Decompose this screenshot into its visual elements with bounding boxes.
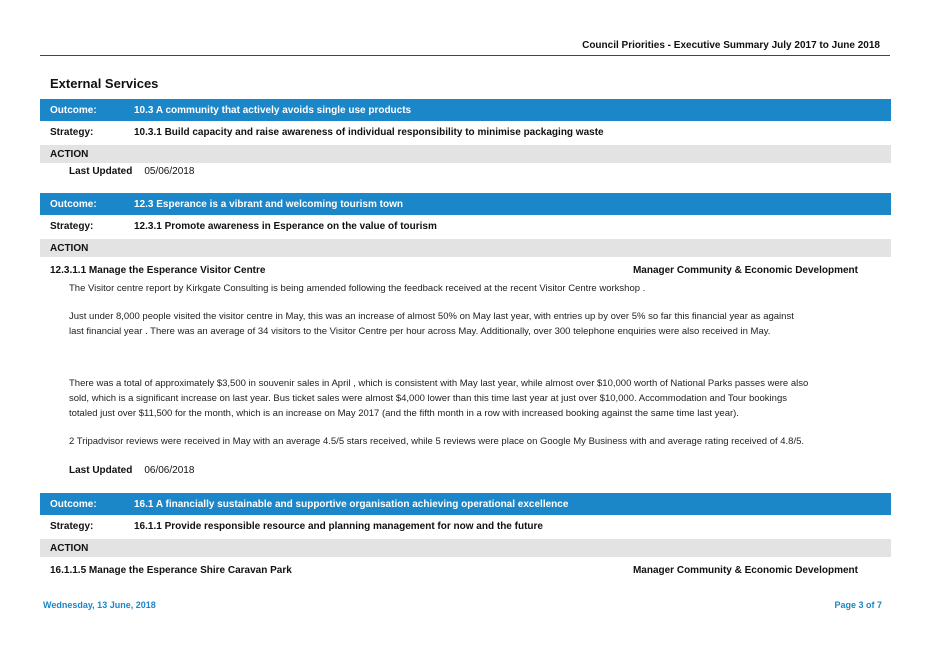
strategy-label: Strategy: <box>50 520 94 532</box>
task-title: 16.1.1.5 Manage the Esperance Shire Cara… <box>50 565 292 576</box>
task-row: 12.3.1.1 Manage the Esperance Visitor Ce… <box>50 265 858 276</box>
action-bar: ACTION <box>40 539 891 557</box>
outcome-bar: Outcome: 12.3 Esperance is a vibrant and… <box>40 193 891 215</box>
outcome-label: Outcome: <box>50 104 97 116</box>
last-updated: Last Updated 05/06/2018 <box>69 166 194 177</box>
task-row: 16.1.1.5 Manage the Esperance Shire Cara… <box>50 565 858 576</box>
outcome-bar: Outcome: 10.3 A community that actively … <box>40 99 891 121</box>
footer-date: Wednesday, 13 June, 2018 <box>43 600 156 610</box>
progress-paragraph: 2 Tripadvisor reviews were received in M… <box>69 436 805 447</box>
last-updated-value: 05/06/2018 <box>144 166 195 177</box>
action-bar: ACTION <box>40 239 891 257</box>
header-rule <box>40 55 890 56</box>
strategy-bar: Strategy: 12.3.1 Promote awareness in Es… <box>40 216 891 236</box>
strategy-label: Strategy: <box>50 126 94 138</box>
outcome-bar: Outcome: 16.1 A financially sustainable … <box>40 493 891 515</box>
outcome-text: 12.3 Esperance is a vibrant and welcomin… <box>134 198 403 210</box>
outcome-label: Outcome: <box>50 498 97 510</box>
task-responsible: Manager Community & Economic Development <box>632 565 858 576</box>
strategy-text: 10.3.1 Build capacity and raise awarenes… <box>134 126 604 138</box>
progress-paragraph: The Visitor centre report by Kirkgate Co… <box>69 283 646 294</box>
progress-paragraph: There was a total of approximately $3,50… <box>69 378 809 419</box>
strategy-bar: Strategy: 16.1.1 Provide responsible res… <box>40 516 891 536</box>
strategy-text: 12.3.1 Promote awareness in Esperance on… <box>134 220 437 232</box>
action-label: ACTION <box>50 148 89 160</box>
task-title: 12.3.1.1 Manage the Esperance Visitor Ce… <box>50 265 266 276</box>
last-updated: Last Updated 06/06/2018 <box>69 465 194 476</box>
strategy-label: Strategy: <box>50 220 94 232</box>
progress-paragraph: Just under 8,000 people visited the visi… <box>69 311 794 337</box>
outcome-text: 16.1 A financially sustainable and suppo… <box>134 498 569 510</box>
page-header-title: Council Priorities - Executive Summary J… <box>582 40 880 51</box>
last-updated-value: 06/06/2018 <box>144 465 195 476</box>
last-updated-label: Last Updated <box>69 166 133 177</box>
strategy-text: 16.1.1 Provide responsible resource and … <box>134 520 543 532</box>
last-updated-label: Last Updated <box>69 465 133 476</box>
action-label: ACTION <box>50 242 89 254</box>
section-title: External Services <box>50 76 159 91</box>
outcome-label: Outcome: <box>50 198 97 210</box>
footer-page-number: Page 3 of 7 <box>834 600 882 610</box>
strategy-bar: Strategy: 10.3.1 Build capacity and rais… <box>40 122 891 142</box>
outcome-text: 10.3 A community that actively avoids si… <box>134 104 412 116</box>
action-label: ACTION <box>50 542 89 554</box>
task-responsible: Manager Community & Economic Development <box>632 265 858 276</box>
action-bar: ACTION <box>40 145 891 163</box>
